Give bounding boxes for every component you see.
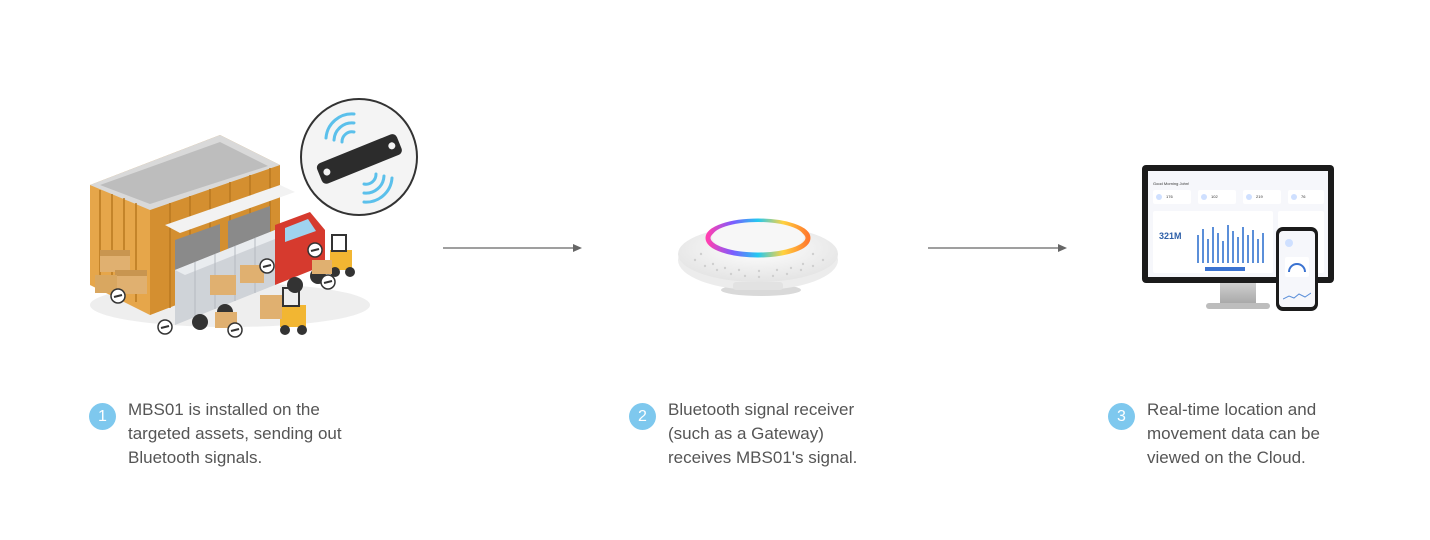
warehouse-icon xyxy=(90,135,370,338)
gateway-illustration xyxy=(673,208,843,303)
step-3: 3 Real-time location and movement data c… xyxy=(1108,398,1320,470)
monitor-base xyxy=(1206,303,1270,309)
monitor-stand xyxy=(1220,283,1256,303)
sparkline-icon xyxy=(1283,292,1311,300)
monitor-icon: Good Morning John! 176 102 219 76 321M xyxy=(1142,165,1334,283)
stat-value-4: 76 xyxy=(1301,194,1306,199)
step-line: receives MBS01's signal. xyxy=(668,448,858,467)
step-description: Bluetooth signal receiver (such as a Gat… xyxy=(668,398,857,470)
step-number-badge: 1 xyxy=(89,403,116,430)
step-line: movement data can be xyxy=(1147,424,1320,443)
step-line: Bluetooth signals. xyxy=(128,448,263,467)
stat-card-1: 176 xyxy=(1153,190,1191,204)
step-2: 2 Bluetooth signal receiver (such as a G… xyxy=(629,398,857,470)
phone-icon xyxy=(1276,227,1318,311)
gateway-device-icon xyxy=(678,218,838,296)
gauge-icon xyxy=(1288,263,1306,273)
step-1: 1 MBS01 is installed on the targeted ass… xyxy=(89,398,342,470)
big-value: 321M xyxy=(1159,231,1182,241)
chart-panel: 321M xyxy=(1153,211,1273,273)
step-line: viewed on the Cloud. xyxy=(1147,448,1306,467)
step-line: MBS01 is installed on the xyxy=(128,400,320,419)
arrow-right-icon xyxy=(928,244,1067,252)
step-number-badge: 2 xyxy=(629,403,656,430)
step-description: MBS01 is installed on the targeted asset… xyxy=(128,398,342,470)
step-line: (such as a Gateway) xyxy=(668,424,824,443)
dashboard-greeting: Good Morning John! xyxy=(1153,181,1190,186)
stat-card-4: 76 xyxy=(1288,190,1324,204)
cloud-dashboard-illustration: Good Morning John! 176 102 219 76 321M xyxy=(1142,165,1342,315)
flow-arrow-2 xyxy=(928,241,1068,255)
beacon-tag-icon xyxy=(300,98,418,216)
beacon-tag-bubble xyxy=(298,96,420,218)
stat-value-3: 219 xyxy=(1256,194,1263,199)
step-number-badge: 3 xyxy=(1108,403,1135,430)
stat-value-1: 176 xyxy=(1166,194,1173,199)
phone-screen xyxy=(1279,231,1315,307)
flow-arrow-1 xyxy=(443,241,583,255)
stat-value-2: 102 xyxy=(1211,194,1218,199)
step-line: targeted assets, sending out xyxy=(128,424,342,443)
arrow-right-icon xyxy=(443,244,582,252)
step-description: Real-time location and movement data can… xyxy=(1147,398,1320,470)
step-line: Bluetooth signal receiver xyxy=(668,400,855,419)
stat-card-2: 102 xyxy=(1198,190,1236,204)
stat-card-3: 219 xyxy=(1243,190,1281,204)
warehouse-illustration xyxy=(80,90,430,350)
bar-chart-icon xyxy=(1197,225,1264,263)
step-line: Real-time location and xyxy=(1147,400,1317,419)
